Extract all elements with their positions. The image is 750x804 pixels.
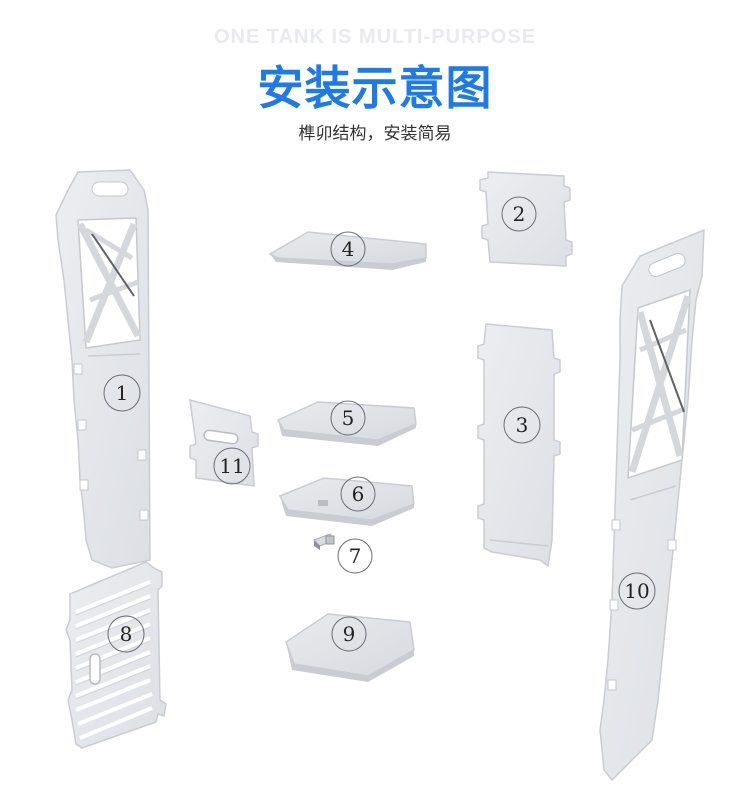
part-label-2: 2: [513, 202, 526, 226]
eyebrow-text: ONE TANK IS MULTI-PURPOSE: [213, 26, 537, 48]
part-3-back-panel: 3: [477, 323, 561, 568]
part-label-6: 6: [352, 482, 365, 506]
part-11-small-side-panel: 11: [189, 398, 259, 487]
part-10-right-side-panel: 10: [599, 228, 705, 782]
part-7-connector: 7: [313, 533, 373, 574]
page-subtitle: 榫卯结构，安装简易: [298, 124, 452, 144]
part-6-shelf: 6: [278, 476, 415, 526]
page-title: 安装示意图: [257, 61, 493, 115]
part-label-8: 8: [120, 622, 133, 646]
part-label-4: 4: [342, 237, 355, 261]
part-9-bottom-shelf: 9: [285, 613, 415, 682]
part-label-1: 1: [116, 381, 129, 405]
part-5-shelf: 5: [276, 400, 417, 446]
part-label-11: 11: [219, 454, 244, 478]
part-label-3: 3: [516, 413, 529, 437]
part-4-top-shelf: 4: [268, 231, 427, 270]
part-1-left-side-panel: 1: [55, 169, 151, 569]
part-label-5: 5: [342, 406, 355, 430]
part-label-10: 10: [624, 579, 649, 603]
part-label-7: 7: [349, 544, 362, 568]
part-2-small-panel: 2: [479, 171, 573, 267]
part-label-9: 9: [343, 622, 356, 646]
part-8-louvered-door: 8: [65, 561, 167, 749]
